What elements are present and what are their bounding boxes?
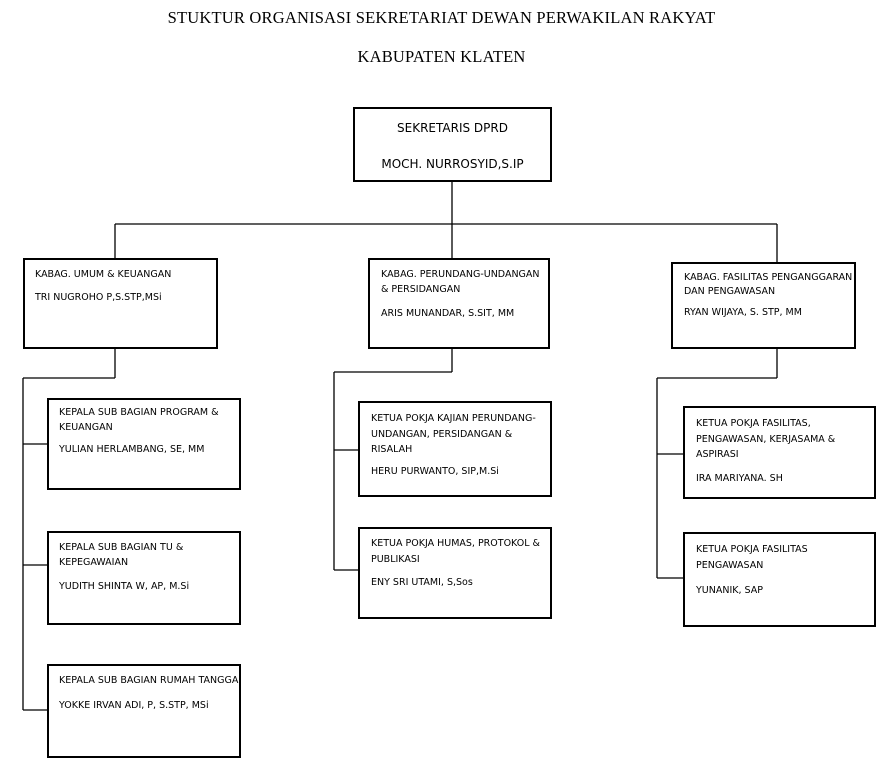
node-pokja-humas: KETUA POKJA HUMAS, PROTOKOL & PUBLIKASI …	[358, 527, 552, 619]
node-role: KEPALA SUB BAGIAN RUMAH TANGGA	[59, 675, 239, 686]
chart-title: STUKTUR ORGANISASI SEKRETARIAT DEWAN PER…	[167, 8, 716, 27]
node-sekretaris: SEKRETARIS DPRD MOCH. NURROSYID,S.IP	[353, 107, 552, 182]
node-subbag-rumah-tangga: KEPALA SUB BAGIAN RUMAH TANGGA YOKKE IRV…	[47, 664, 241, 758]
node-role: KABAG. FASILITAS PENGANGGARAN DAN PENGAW…	[684, 272, 853, 298]
node-kabag-umum: KABAG. UMUM & KEUANGAN TRI NUGROHO P,S.S…	[23, 258, 218, 349]
node-person: IRA MARIYANA. SH	[696, 473, 783, 485]
node-kabag-perundang: KABAG. PERUNDANG-UNDANGAN & PERSIDANGAN …	[368, 258, 550, 349]
node-person: YOKKE IRVAN ADI, P, S.STP, MSi	[59, 699, 209, 711]
node-role: KETUA POKJA HUMAS, PROTOKOL & PUBLIKASI	[371, 538, 540, 565]
node-person: MOCH. NURROSYID,S.IP	[381, 157, 524, 171]
node-role: KETUA POKJA FASILITAS PENGAWASAN	[696, 544, 808, 571]
node-role: KABAG. UMUM & KEUANGAN	[35, 269, 172, 280]
node-role: KETUA POKJA FASILITAS, PENGAWASAN, KERJA…	[696, 418, 836, 461]
node-person: HERU PURWANTO, SIP,M.Si	[371, 466, 499, 478]
node-subbag-tu: KEPALA SUB BAGIAN TU & KEPEGAWAIAN YUDIT…	[47, 531, 241, 625]
node-kabag-fasilitas: KABAG. FASILITAS PENGANGGARAN DAN PENGAW…	[671, 262, 856, 349]
node-person: ENY SRI UTAMI, S,Sos	[371, 577, 473, 589]
node-person: YUDITH SHINTA W, AP, M.Si	[59, 581, 190, 593]
node-person: YUNANIK, SAP	[696, 585, 763, 597]
chart-subtitle: KABUPATEN KLATEN	[357, 47, 526, 66]
node-role: SEKRETARIS DPRD	[397, 121, 508, 135]
node-person: YULIAN HERLAMBANG, SE, MM	[59, 444, 205, 456]
node-person: ARIS MUNANDAR, S.SIT, MM	[381, 308, 515, 320]
node-person: RYAN WIJAYA, S. STP, MM	[684, 306, 802, 318]
node-role: KABAG. PERUNDANG-UNDANGAN & PERSIDANGAN	[381, 269, 540, 295]
node-pokja-pengawasan: KETUA POKJA FASILITAS PENGAWASAN YUNANIK…	[683, 532, 876, 627]
node-role: KEPALA SUB BAGIAN PROGRAM & KEUANGAN	[59, 407, 219, 433]
node-role: KETUA POKJA KAJIAN PERUNDANG-UNDANGAN, P…	[371, 413, 536, 456]
node-role: KEPALA SUB BAGIAN TU & KEPEGAWAIAN	[59, 542, 184, 568]
node-person: TRI NUGROHO P,S.STP,MSi	[35, 291, 162, 303]
node-pokja-fasilitas: KETUA POKJA FASILITAS, PENGAWASAN, KERJA…	[683, 406, 876, 499]
node-subbag-program: KEPALA SUB BAGIAN PROGRAM & KEUANGAN YUL…	[47, 398, 241, 490]
node-pokja-kajian: KETUA POKJA KAJIAN PERUNDANG-UNDANGAN, P…	[358, 401, 552, 497]
